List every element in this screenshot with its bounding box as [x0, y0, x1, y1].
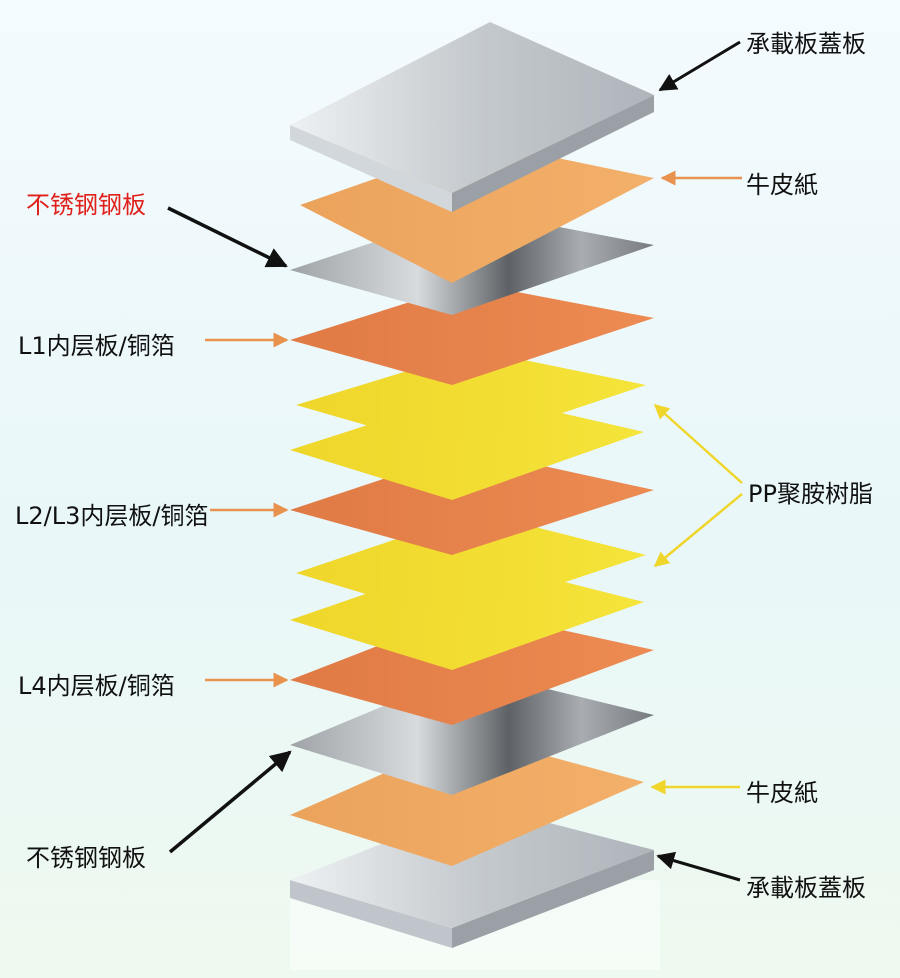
label-carrier-cover-bottom: 承載板蓋板 [746, 874, 866, 902]
layer-pp-resin-2 [290, 392, 644, 500]
arrow-stainless-steel-bottom [168, 750, 292, 854]
layer-copper-l4 [290, 610, 654, 725]
label-l2-l3-inner-layer: L2/L3内层板/铜箔 [15, 502, 209, 530]
label-kraft-paper-top: 牛皮紙 [746, 171, 818, 199]
layer-copper-l2-l3 [290, 450, 654, 555]
layer-stainless-steel-bottom [290, 670, 654, 795]
label-carrier-cover-top: 承載板蓋板 [746, 30, 866, 58]
label-pp-resin: PP聚胺树脂 [748, 480, 873, 508]
arrow-carrier-cover-bottom [656, 851, 741, 882]
label-stainless-steel-top: 不锈钢钢板 [26, 191, 146, 219]
label-l1-inner-layer: L1内层板/铜箔 [18, 332, 175, 360]
arrow-stainless-steel-top [167, 206, 288, 268]
layer-kraft-paper-bottom [290, 735, 644, 866]
layer-pp-resin-1 [296, 350, 646, 450]
layer-carrier-cover-top [290, 22, 654, 212]
layer-copper-l1 [290, 283, 654, 385]
label-l4-inner-layer: L4内层板/铜箔 [18, 672, 175, 700]
arrow-pp-resin-lower [653, 493, 743, 567]
arrow-pp-resin-upper [653, 403, 743, 484]
layer-carrier-cover-bottom [290, 805, 654, 948]
arrow-carrier-cover-top [658, 40, 741, 92]
label-stainless-steel-bottom: 不锈钢钢板 [26, 844, 146, 872]
label-kraft-paper-bottom: 牛皮紙 [746, 779, 818, 807]
layer-pp-resin-3 [296, 512, 646, 620]
